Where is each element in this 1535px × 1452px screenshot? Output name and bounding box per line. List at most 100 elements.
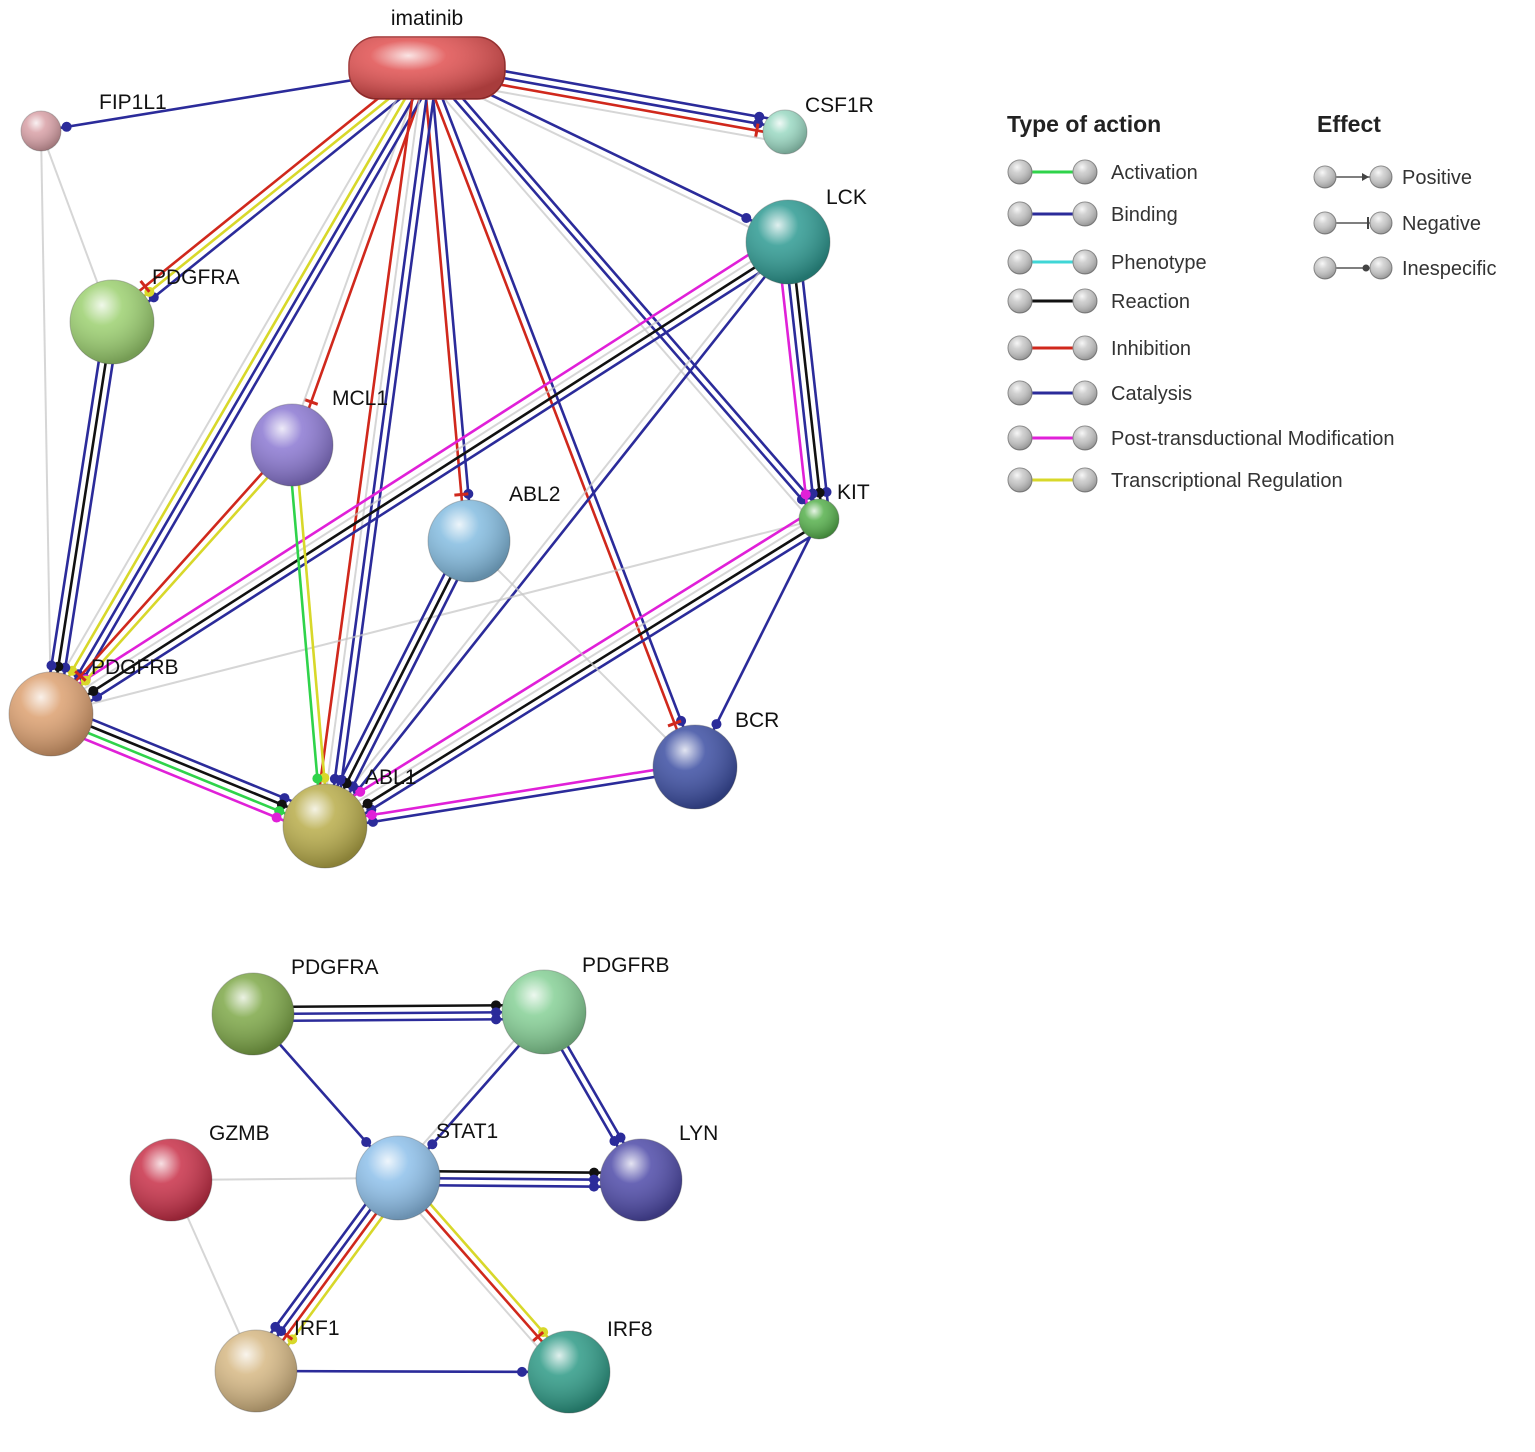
edge-PDGFRB-ABL1 — [46, 703, 330, 837]
edge-end-dot — [427, 1139, 438, 1150]
edge-line-binding — [115, 72, 433, 329]
edge-line-reaction — [790, 241, 824, 519]
edge-KIT-BCR — [693, 518, 821, 768]
node-pdgfra[interactable]: PDGFRA — [69, 266, 240, 365]
edge-LCK-KIT — [776, 240, 832, 521]
legend-effect-positive: Positive — [1313, 165, 1472, 189]
edge-line-binding — [334, 69, 439, 828]
node-label: PDGFRB — [582, 954, 670, 977]
legend-node-shine — [1008, 160, 1032, 184]
node-lyn[interactable]: LYN — [599, 1122, 718, 1222]
edge-end-dot — [312, 773, 323, 784]
edge-line-inhibition — [47, 441, 291, 713]
edge-line-ptm — [44, 232, 784, 707]
edge-line-binding — [329, 526, 826, 837]
edge-line-binding — [42, 320, 107, 714]
edge-line-binding — [431, 62, 826, 516]
node-irf8[interactable]: IRF8 — [527, 1318, 653, 1414]
edge-end-bar — [667, 719, 682, 728]
arrow-icon — [1362, 173, 1369, 181]
node-shine — [130, 1139, 212, 1221]
node-label: MCL1 — [332, 387, 388, 410]
edge-line-inhibition — [397, 1177, 570, 1373]
node-csf1r[interactable]: CSF1R — [762, 94, 874, 155]
node-abl2[interactable]: ABL2 — [427, 483, 560, 583]
legend-effect-inespecific: Inespecific — [1313, 256, 1497, 280]
legend-action-phenotype: Phenotype — [1007, 249, 1207, 275]
edge-line-binding — [326, 243, 792, 829]
legend-node-shine — [1073, 336, 1097, 360]
legend-node-shine — [1314, 212, 1336, 234]
edge-ABL2-ABL1 — [317, 537, 477, 830]
edge-line-gray — [41, 62, 419, 710]
node-abl1[interactable]: ABL1 — [282, 766, 416, 869]
node-fip1l1[interactable]: FIP1L1 — [20, 91, 167, 152]
node-imatinib[interactable]: imatinib — [348, 7, 506, 100]
edge-end-dot — [800, 489, 811, 500]
legend-node-shine — [1073, 202, 1097, 226]
edge-end-dot — [361, 1137, 372, 1148]
node-label: PDGFRA — [291, 956, 379, 979]
edge-end-dot — [335, 775, 346, 786]
edge-end-bar — [531, 1330, 545, 1343]
node-pdgfrb[interactable]: PDGFRB — [501, 954, 670, 1055]
legend-node-shine — [1008, 289, 1032, 313]
edge-line-ptm — [776, 243, 810, 521]
edge-line-binding — [58, 72, 438, 720]
edge-line-reaction — [326, 520, 822, 831]
node-label: STAT1 — [436, 1120, 498, 1143]
edge-line-inhibition — [106, 61, 424, 318]
node-irf1[interactable]: IRF1 — [214, 1317, 340, 1413]
edge-end-dot — [589, 1167, 600, 1178]
legend-node-shine — [1370, 257, 1392, 279]
node-mcl1[interactable]: MCL1 — [250, 387, 388, 487]
node-shine — [763, 110, 807, 154]
node-lck[interactable]: LCK — [745, 186, 867, 285]
edge-line-inhibition — [422, 68, 467, 542]
edge-line-ptm — [324, 762, 695, 824]
edge-IRF1-IRF8 — [255, 1366, 570, 1377]
edge-LCK-PDGFRB — [44, 232, 795, 724]
node-label: CSF1R — [805, 94, 874, 117]
edge-line-binding — [426, 67, 820, 520]
node-kit[interactable]: KIT — [798, 481, 870, 540]
legend-action-label: Catalysis — [1111, 383, 1192, 405]
edge-line-gray — [320, 67, 425, 826]
node-shine — [215, 1330, 297, 1412]
legend-effect-title: Effect — [1317, 111, 1381, 137]
node-pdgfrb[interactable]: PDGFRB — [8, 656, 179, 757]
edge-line-inhibition — [313, 66, 418, 825]
node-pdgfra[interactable]: PDGFRA — [211, 956, 379, 1056]
edge-line-binding — [255, 1369, 570, 1374]
legend-action-catalysis: Catalysis — [1007, 380, 1192, 406]
node-stat1[interactable]: STAT1 — [355, 1120, 498, 1221]
legend-node-shine — [1008, 336, 1032, 360]
legend-node-shine — [1073, 426, 1097, 450]
edge-line-transcriptional — [111, 66, 428, 324]
node-gzmb[interactable]: GZMB — [129, 1122, 270, 1222]
edge-end-dot — [741, 213, 752, 224]
legend-action-label: Reaction — [1111, 291, 1190, 313]
legend-effect-label: Positive — [1402, 167, 1472, 189]
node-label: ABL1 — [365, 766, 416, 789]
edge-line-binding — [327, 68, 432, 827]
node-bcr[interactable]: BCR — [652, 709, 779, 810]
node-label: PDGFRA — [152, 266, 240, 289]
edge-end-dot — [362, 798, 373, 809]
edge-end-dot — [589, 1174, 600, 1185]
edge-line-transcriptional — [294, 444, 330, 826]
legend-node-shine — [1008, 381, 1032, 405]
edge-line-binding — [52, 69, 432, 717]
node-shine — [70, 280, 154, 364]
legend-node-shine — [1008, 426, 1032, 450]
edge-end-dot — [609, 1136, 620, 1147]
node-shine — [799, 499, 839, 539]
edge-end-bar — [454, 492, 469, 497]
edge-BCR-ABL1 — [324, 762, 696, 831]
dot-icon — [1362, 264, 1370, 272]
node-shine — [600, 1139, 682, 1221]
legend-action-inhibition: Inhibition — [1007, 335, 1191, 361]
node-label: LCK — [826, 186, 867, 209]
legend-action-post-transductional: Post-transductional Modification — [1007, 425, 1394, 451]
edge-FIP1L1-PDGFRB — [40, 130, 52, 715]
